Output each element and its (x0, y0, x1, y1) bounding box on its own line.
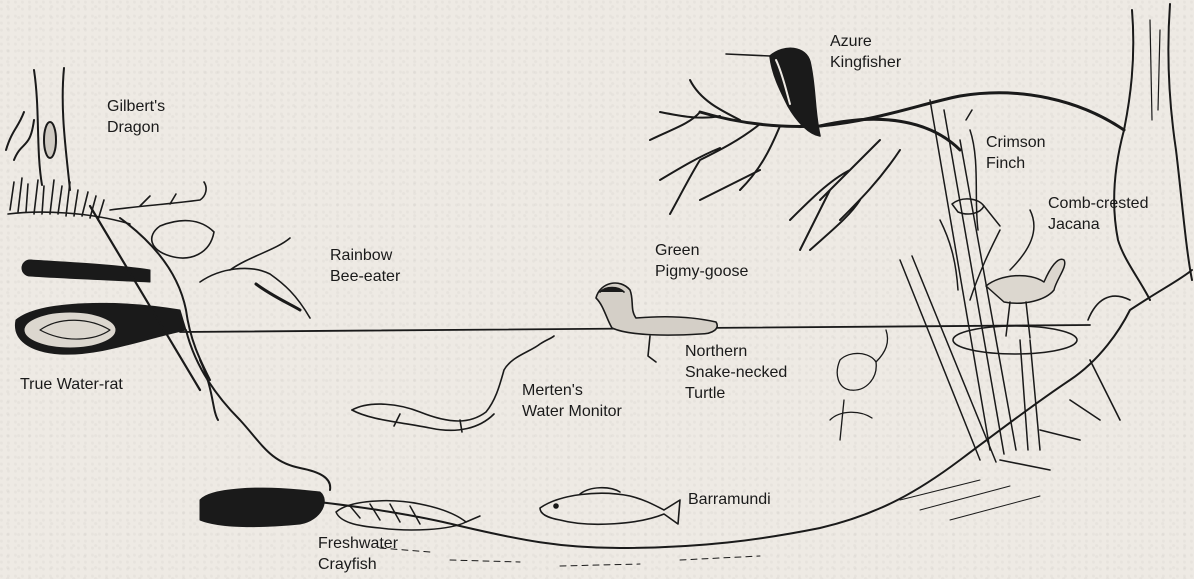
left-tree-trunk (6, 68, 70, 190)
label-barramundi: Barramundi (688, 489, 771, 510)
barramundi-drawing (540, 488, 680, 525)
grass-tuft (8, 178, 130, 224)
label-rainbow-bee-eater: Rainbow Bee-eater (330, 245, 400, 287)
label-comb-crested-jacana: Comb-crested Jacana (1048, 193, 1148, 235)
label-green-pigmy-goose: Green Pigmy-goose (655, 240, 748, 282)
gilberts-dragon-drawing (110, 182, 214, 258)
turtle-drawing (830, 330, 888, 440)
label-crimson-finch: Crimson Finch (986, 132, 1046, 174)
right-tree (1114, 4, 1192, 300)
bee-eater-drawing (200, 238, 310, 318)
label-freshwater-crayfish: Freshwater Crayfish (318, 533, 398, 575)
label-gilberts-dragon: Gilbert's Dragon (107, 96, 165, 138)
label-mertens-water-monitor: Merten's Water Monitor (522, 380, 622, 422)
label-true-water-rat: True Water-rat (20, 374, 123, 395)
label-azure-kingfisher: Azure Kingfisher (830, 31, 901, 73)
left-bank (120, 218, 330, 490)
label-northern-snake-necked-turtle: Northern Snake-necked Turtle (685, 341, 787, 404)
river-bottom (300, 270, 1192, 566)
